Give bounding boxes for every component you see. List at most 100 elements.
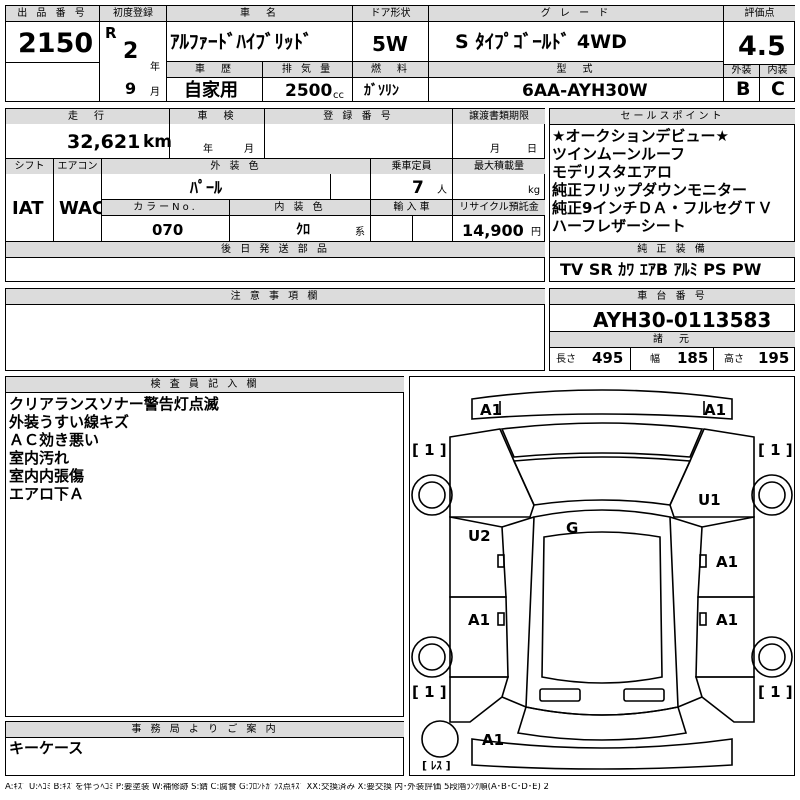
label-right-slide-door: A1 (716, 553, 739, 571)
sales-point: ハーフレザーシート (552, 217, 686, 235)
ext-score: B (736, 78, 751, 100)
import-header: 輸 入 車 (371, 200, 452, 215)
hline (549, 241, 795, 242)
vline (166, 5, 167, 102)
hline (5, 392, 404, 393)
fuel: ｶﾞｿﾘﾝ (364, 83, 399, 99)
recycle-unit: 円 (531, 227, 541, 238)
vline (630, 347, 631, 371)
notes-header: 注 意 事 項 欄 (6, 289, 545, 304)
inspection-year-unit: 年 (203, 144, 213, 155)
reg-year: 2 (123, 39, 139, 64)
label-front-right: A1 (704, 401, 727, 419)
fuel-header: 燃 料 (353, 62, 428, 77)
hline (549, 304, 795, 305)
vline (428, 5, 429, 61)
lot-header: 出 品 番 号 (6, 6, 99, 21)
vline (352, 5, 353, 61)
int-score-header: 内装 (760, 65, 795, 77)
recycle-fee: 14,900 (462, 221, 524, 240)
equipment: TV SR ｶﾜ ｴｱB ｱﾙﾐ PS PW (560, 260, 762, 279)
vline (352, 61, 353, 102)
displacement-header: 排 気 量 (263, 62, 352, 77)
max-load-unit: kg (528, 185, 541, 196)
equipment-header: 純 正 装 備 (550, 242, 795, 257)
exterior-color-header: 外 装 色 (102, 159, 370, 174)
sales-point: 純正フリップダウンモニター (552, 181, 748, 199)
hline (5, 304, 545, 305)
max-load-header: 最大積載量 (453, 159, 545, 174)
reg-month-unit: 月 (150, 87, 160, 98)
lot-line (5, 62, 99, 63)
height: 195 (758, 349, 790, 367)
vline (262, 61, 263, 102)
mid-header-line (166, 77, 723, 78)
interior-color-header: 内 装 色 (230, 200, 370, 215)
sales-point: ツインムーンルーフ (552, 145, 686, 163)
car-name-header: 車 名 (167, 6, 352, 21)
registration-header: 登 録 番 号 (265, 109, 452, 124)
vline (452, 158, 453, 241)
mileage-header: 走 行 (6, 109, 169, 124)
vline (264, 108, 265, 158)
hline (5, 737, 404, 738)
label-right-rear: A1 (716, 611, 739, 629)
shift-header: シフト (6, 159, 53, 174)
label-right-rear-bracket: [ 1 ] (758, 683, 793, 701)
inspector-line: 外装うすい線キズ (9, 413, 130, 431)
inspection-month-unit: 月 (244, 144, 254, 155)
grade: S ﾀｲﾌﾟｺﾞｰﾙﾄﾞ 4WD (455, 31, 627, 53)
color-no: 070 (152, 221, 184, 239)
door-type: 5W (372, 32, 408, 56)
sales-point: ★オークションデビュー★ (552, 127, 729, 145)
damage-legend: A:ｷｽﾞ U:ﾍｺﾐ B:ｷｽﾞを伴うﾍｺﾐ P:要塗装 W:補修跡 S:錆 … (5, 783, 549, 792)
vline (330, 173, 331, 199)
sales-points-list: ★オークションデビュー★ ツインムーンルーフ モデリスタエアロ 純正フリップダウ… (552, 127, 794, 235)
exterior-color: ﾊﾟｰﾙ (190, 178, 223, 197)
dimensions-header: 諸 元 (550, 332, 795, 347)
aircon: WAC (59, 198, 106, 219)
vline (452, 108, 453, 158)
door-header: ドア形状 (353, 6, 428, 21)
inspection-header: 車 検 (170, 109, 264, 124)
hline (5, 257, 545, 258)
transfer-header: 譲渡書類期限 (453, 109, 545, 124)
label-rear-bumper: A1 (482, 731, 505, 749)
capacity-header: 乗車定員 (371, 159, 452, 174)
vline (759, 64, 760, 102)
hline (549, 124, 795, 125)
office-header: 事 務 局 よ り ご 案 内 (6, 722, 404, 737)
history: 自家用 (184, 80, 238, 101)
mileage-unit: km (143, 132, 173, 152)
inspector-line: クリアランスソナー警告灯点滅 (9, 395, 219, 413)
vline (169, 108, 170, 158)
chassis-number: AYH30-0113583 (593, 308, 772, 332)
displacement: 2500 (285, 81, 333, 101)
sales-points-header: セールスポイント (550, 109, 795, 124)
shift: IAT (12, 198, 44, 219)
length: 495 (592, 349, 624, 367)
label-spare: [ ﾚｽ ] (422, 759, 451, 772)
transfer-day-unit: 日 (527, 144, 537, 155)
hline (101, 215, 545, 216)
vline (99, 5, 100, 102)
hline (549, 347, 795, 348)
inspector-line: エアロ下Ａ (9, 485, 85, 503)
transfer-month-unit: 月 (490, 144, 500, 155)
capacity: 7 (412, 178, 424, 198)
later-parts-header: 後 日 発 送 部 品 (6, 242, 545, 257)
label-front-left: A1 (480, 401, 503, 419)
model: 6AA-AYH30W (522, 81, 648, 101)
reg-year-unit: 年 (150, 62, 160, 73)
vline (370, 158, 371, 241)
label-left-front-door: U2 (468, 527, 491, 545)
width-label: 幅 (650, 354, 660, 365)
hline (549, 257, 795, 258)
car-name: ｱﾙﾌｧｰﾄﾞﾊｲﾌﾞﾘｯﾄﾞ (170, 31, 313, 53)
office-note: キーケース (9, 739, 84, 757)
vline (101, 158, 102, 241)
label-right-fender: [ 1 ] (758, 441, 793, 459)
ext-score-header: 外装 (724, 65, 759, 77)
displacement-unit: cc (333, 90, 344, 101)
label-left-rear: A1 (468, 611, 491, 629)
